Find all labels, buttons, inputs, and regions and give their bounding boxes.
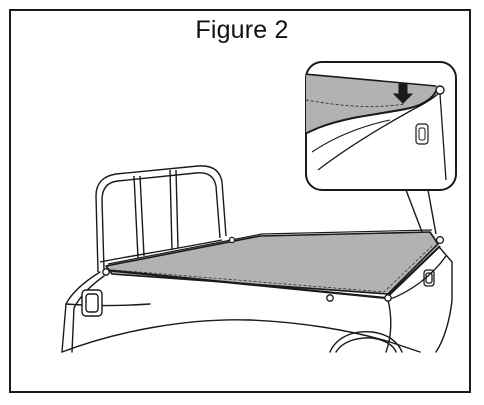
headache-rack — [95, 165, 227, 273]
figure-title: Figure 2 — [195, 16, 289, 44]
callout-leader — [405, 189, 437, 235]
side-detail — [423, 269, 435, 287]
fastener — [435, 235, 445, 245]
tail-light — [81, 289, 103, 317]
fastener — [384, 294, 392, 302]
callout-detail — [305, 61, 457, 191]
fastener — [326, 294, 334, 302]
tonneau-cover — [103, 229, 441, 300]
fastener — [228, 236, 236, 244]
cover-fasteners — [102, 235, 445, 302]
truck-body — [61, 247, 453, 353]
fastener — [102, 268, 110, 276]
arrow-down-icon — [392, 83, 414, 104]
